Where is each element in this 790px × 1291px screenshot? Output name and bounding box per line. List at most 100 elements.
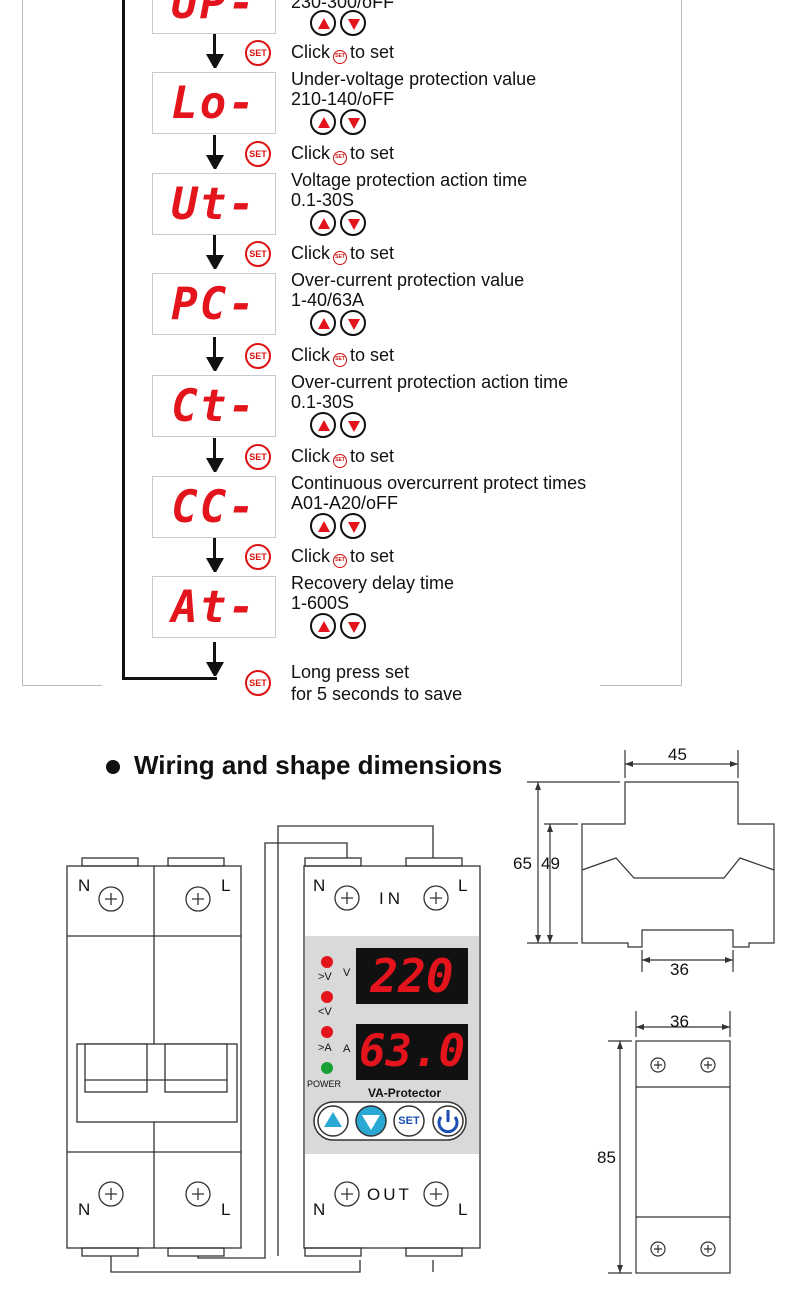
brand-label: VA-Protector bbox=[368, 1086, 442, 1100]
voltage-display: 220 bbox=[370, 949, 454, 1003]
set-icon: SET bbox=[245, 241, 271, 267]
up-arrow-button[interactable] bbox=[310, 412, 336, 438]
up-arrow-button[interactable] bbox=[310, 613, 336, 639]
device-in-label: IN bbox=[379, 889, 404, 908]
down-button[interactable] bbox=[356, 1106, 386, 1136]
led-label-over-current: >A bbox=[318, 1042, 332, 1054]
set-icon-small: SET bbox=[333, 251, 347, 265]
section-bullet-icon bbox=[106, 760, 120, 774]
step-title: Under-voltage protection value bbox=[291, 69, 537, 89]
a-symbol: A bbox=[343, 1043, 351, 1055]
lcd-display: Ct- bbox=[152, 375, 276, 437]
power-button[interactable] bbox=[433, 1106, 463, 1136]
dim-side-height: 65 bbox=[513, 854, 532, 873]
down-arrow-button[interactable] bbox=[340, 10, 366, 36]
side-view-drawing bbox=[527, 750, 775, 972]
up-arrow-button[interactable] bbox=[310, 310, 336, 336]
device-bot-l: L bbox=[458, 1200, 468, 1219]
set-icon: SET bbox=[245, 141, 271, 167]
lcd-display: Lo- bbox=[152, 72, 276, 134]
step-title: Continuous overcurrent protect times bbox=[291, 473, 587, 493]
up-arrow-button[interactable] bbox=[310, 10, 336, 36]
down-arrow-button[interactable] bbox=[340, 513, 366, 539]
click-label: Click bbox=[291, 143, 330, 163]
set-icon: SET bbox=[245, 670, 271, 696]
led-label-under-voltage: <V bbox=[318, 1006, 332, 1018]
arrow-buttons bbox=[310, 109, 370, 137]
device-out-label: OUT bbox=[367, 1185, 412, 1204]
down-arrow bbox=[206, 34, 224, 68]
down-arrow bbox=[206, 235, 224, 269]
front-view-drawing bbox=[608, 1011, 731, 1274]
arrow-buttons bbox=[310, 513, 370, 541]
breaker-top-l: L bbox=[221, 876, 231, 895]
up-button[interactable] bbox=[318, 1106, 348, 1136]
step-range: 1-40/63A bbox=[291, 290, 365, 310]
arrow-buttons bbox=[310, 613, 370, 641]
set-icon: SET bbox=[245, 343, 271, 369]
range-up: 230-300/oFF bbox=[291, 0, 395, 12]
dim-side-rail: 36 bbox=[670, 960, 689, 979]
down-arrow-button[interactable] bbox=[340, 412, 366, 438]
set-icon-small: SET bbox=[333, 50, 347, 64]
to-set-label: to set bbox=[350, 42, 395, 62]
down-arrow bbox=[206, 438, 224, 472]
set-icon: SET bbox=[245, 40, 271, 66]
step-title: Voltage protection action time bbox=[291, 170, 528, 190]
down-arrow bbox=[206, 337, 224, 371]
current-display: 63.0 bbox=[359, 1026, 465, 1077]
click-label: Click bbox=[291, 42, 330, 62]
section-title: Wiring and shape dimensions bbox=[134, 750, 503, 780]
click-label: Click bbox=[291, 546, 330, 566]
power-label: POWER bbox=[307, 1079, 342, 1089]
step-title: Over-current protection action time bbox=[291, 372, 569, 392]
frame-left-line bbox=[22, 0, 23, 686]
set-icon-small: SET bbox=[333, 454, 347, 468]
up-arrow-button[interactable] bbox=[310, 109, 336, 135]
down-arrow bbox=[206, 538, 224, 572]
set-icon: SET bbox=[245, 544, 271, 570]
down-arrow bbox=[206, 135, 224, 169]
lcd-display-up: UP- bbox=[152, 0, 276, 34]
down-arrow-final bbox=[206, 642, 224, 676]
to-set-label: to set bbox=[350, 345, 395, 365]
wiring-diagram bbox=[66, 825, 481, 1273]
save-instruction-line1: Long press set bbox=[291, 662, 410, 682]
device-bot-n: N bbox=[313, 1200, 326, 1219]
down-arrow-button[interactable] bbox=[340, 613, 366, 639]
lcd-display: PC- bbox=[152, 273, 276, 335]
frame-bottom-left bbox=[22, 685, 102, 686]
step-range: 210-140/oFF bbox=[291, 89, 395, 109]
set-button[interactable]: SET bbox=[398, 1115, 420, 1127]
set-icon-small: SET bbox=[333, 353, 347, 367]
step-title: Over-current protection value bbox=[291, 270, 525, 290]
up-arrow-button[interactable] bbox=[310, 513, 336, 539]
device-top-l: L bbox=[458, 876, 468, 895]
set-icon-small: SET bbox=[333, 151, 347, 165]
click-label: Click bbox=[291, 243, 330, 263]
dim-side-inner-height: 49 bbox=[541, 854, 560, 873]
click-label: Click bbox=[291, 446, 330, 466]
down-arrow-button[interactable] bbox=[340, 210, 366, 236]
step-range: A01-A20/oFF bbox=[291, 493, 399, 513]
up-arrow-button[interactable] bbox=[310, 210, 336, 236]
dim-front-height: 85 bbox=[597, 1148, 616, 1167]
to-set-label: to set bbox=[350, 243, 395, 263]
arrow-buttons bbox=[310, 412, 370, 440]
down-arrow-button[interactable] bbox=[340, 310, 366, 336]
lcd-display: Ut- bbox=[152, 173, 276, 235]
dim-front-width: 36 bbox=[670, 1012, 689, 1031]
frame-right-line bbox=[681, 0, 682, 686]
lcd-display: CC- bbox=[152, 476, 276, 538]
lcd-display: At- bbox=[152, 576, 276, 638]
down-arrow-button[interactable] bbox=[340, 109, 366, 135]
loop-line-horizontal bbox=[122, 677, 217, 680]
to-set-label: to set bbox=[350, 446, 395, 466]
v-symbol: V bbox=[343, 967, 351, 979]
step-range: 0.1-30S bbox=[291, 392, 355, 412]
